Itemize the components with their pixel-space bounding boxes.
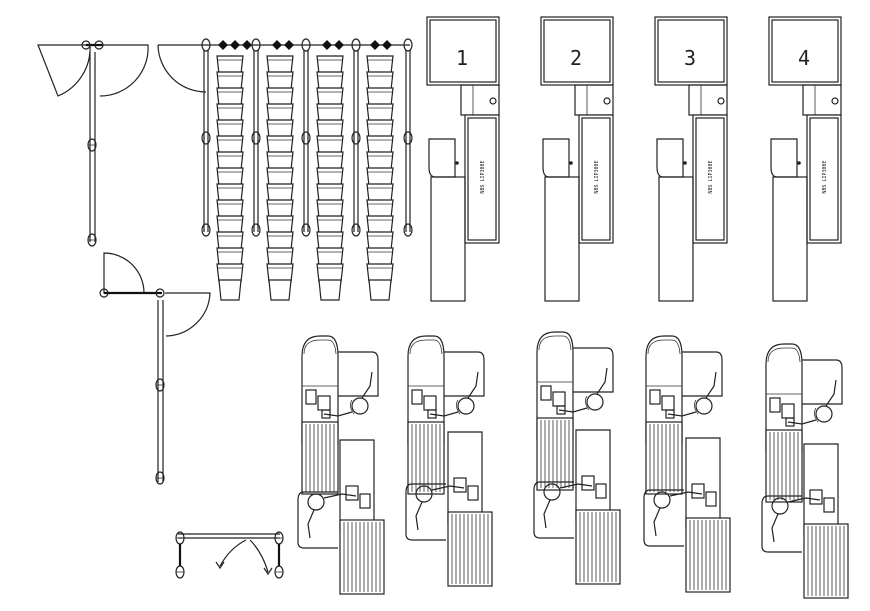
desk-number: 1 <box>456 46 468 70</box>
post-bracket <box>403 38 413 52</box>
post-bracket <box>201 38 211 52</box>
queue-barrier-line <box>157 40 410 93</box>
post-bracket <box>301 223 311 237</box>
post-bracket <box>301 131 311 145</box>
desk-number: 2 <box>570 46 582 70</box>
printer-label: NBS LIP300E <box>708 160 714 193</box>
post-bracket <box>351 131 361 145</box>
desk-4: 4 NBS LIP300E <box>768 16 842 302</box>
desk-1: 1 NBS LIP300E <box>426 16 500 302</box>
printer-label: NBS LIP300E <box>594 160 600 193</box>
printer-label: NBS LIP300E <box>480 160 486 193</box>
desk-number: 4 <box>798 46 810 70</box>
counter-pair-2 <box>405 335 493 587</box>
post-bracket <box>251 131 261 145</box>
desk-3: 3 NBS LIP300E <box>654 16 728 302</box>
post-bracket <box>251 38 261 52</box>
double-door-bottom <box>175 531 284 579</box>
counter-pair-3 <box>533 331 621 585</box>
counter-pair-1 <box>297 335 385 595</box>
post-bracket <box>351 223 361 237</box>
post-bracket <box>403 223 413 237</box>
post-bracket <box>351 38 361 52</box>
printer-label: NBS LIP300E <box>822 160 828 193</box>
stanchion-posts <box>201 38 413 237</box>
trolley-stack <box>366 55 394 301</box>
swing-gate-middle <box>99 252 211 485</box>
post-bracket <box>201 131 211 145</box>
post-bracket <box>251 223 261 237</box>
swing-gate-top <box>37 40 149 247</box>
desk-2: 2 NBS LIP300E <box>540 16 614 302</box>
trolley-stacks <box>216 55 394 301</box>
trolley-stack <box>216 55 244 301</box>
trolley-stack <box>266 55 294 301</box>
post-bracket <box>301 38 311 52</box>
desk-number: 3 <box>684 46 696 70</box>
counter-pair-5 <box>761 343 849 599</box>
trolley-stack <box>316 55 344 301</box>
counter-pair-4 <box>643 335 731 593</box>
post-bracket <box>201 223 211 237</box>
post-bracket <box>403 131 413 145</box>
